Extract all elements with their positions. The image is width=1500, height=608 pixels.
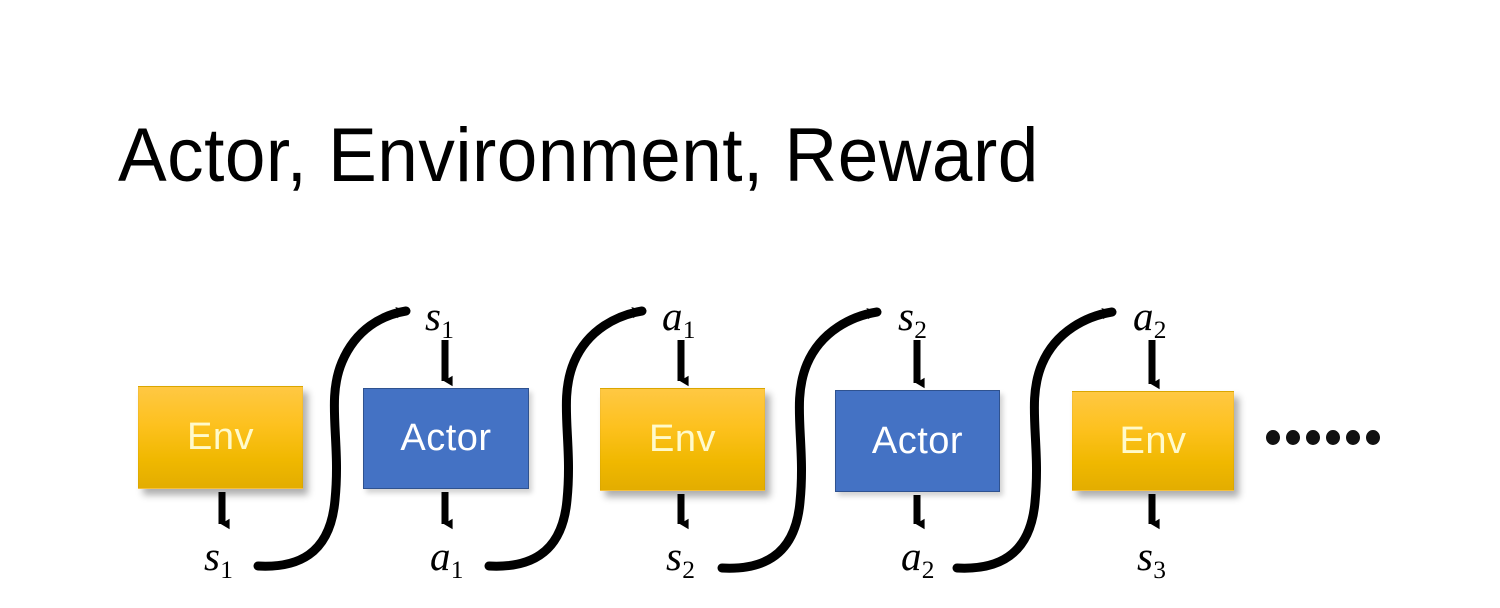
symbol: a	[901, 533, 922, 579]
subscript: 1	[441, 315, 454, 344]
label-state-s1-top: s1	[425, 293, 454, 343]
subscript: 2	[682, 555, 695, 584]
node-label: Actor	[400, 417, 492, 459]
label-state-s2-bottom: s2	[666, 533, 695, 583]
subscript: 1	[220, 555, 233, 584]
symbol: s	[425, 293, 441, 339]
node-label: Env	[187, 416, 254, 458]
symbol: s	[204, 533, 220, 579]
symbol: a	[1133, 293, 1154, 339]
node-env-3[interactable]: Env	[1072, 391, 1234, 491]
label-state-s1-bottom: s1	[204, 533, 233, 583]
subscript: 2	[1153, 315, 1167, 344]
label-action-a2-top: a2	[1133, 293, 1166, 343]
ellipsis-dot	[1366, 430, 1380, 445]
ellipsis-dot	[1326, 430, 1340, 445]
node-label: Env	[649, 418, 716, 460]
node-label: Env	[1119, 419, 1187, 462]
node-actor-2[interactable]: Actor	[835, 390, 1000, 492]
symbol: a	[430, 533, 451, 579]
symbol: s	[1137, 533, 1153, 579]
label-state-s3-bottom: s3	[1137, 533, 1166, 583]
ellipsis-dot	[1306, 430, 1320, 445]
subscript: 2	[914, 315, 927, 344]
subscript: 1	[682, 315, 696, 344]
symbol: s	[898, 293, 914, 339]
subscript: 2	[921, 555, 935, 584]
symbol: s	[666, 533, 682, 579]
subscript: 3	[1153, 555, 1166, 584]
ellipsis-dot	[1286, 430, 1300, 445]
label-action-a2-bottom: a2	[901, 533, 934, 583]
node-env-1[interactable]: Env	[138, 386, 303, 489]
ellipsis-continuation	[1266, 430, 1380, 445]
symbol: a	[662, 293, 683, 339]
label-action-a1-bottom: a1	[430, 533, 463, 583]
node-label: Actor	[871, 419, 964, 462]
ellipsis-dot	[1346, 430, 1360, 445]
label-state-s2-top: s2	[898, 293, 927, 343]
node-env-2[interactable]: Env	[600, 388, 765, 491]
ellipsis-dot	[1266, 430, 1280, 445]
subscript: 1	[450, 555, 464, 584]
label-action-a1-top: a1	[662, 293, 695, 343]
node-actor-1[interactable]: Actor	[363, 388, 529, 489]
page-title: Actor, Environment, Reward	[118, 113, 1039, 198]
